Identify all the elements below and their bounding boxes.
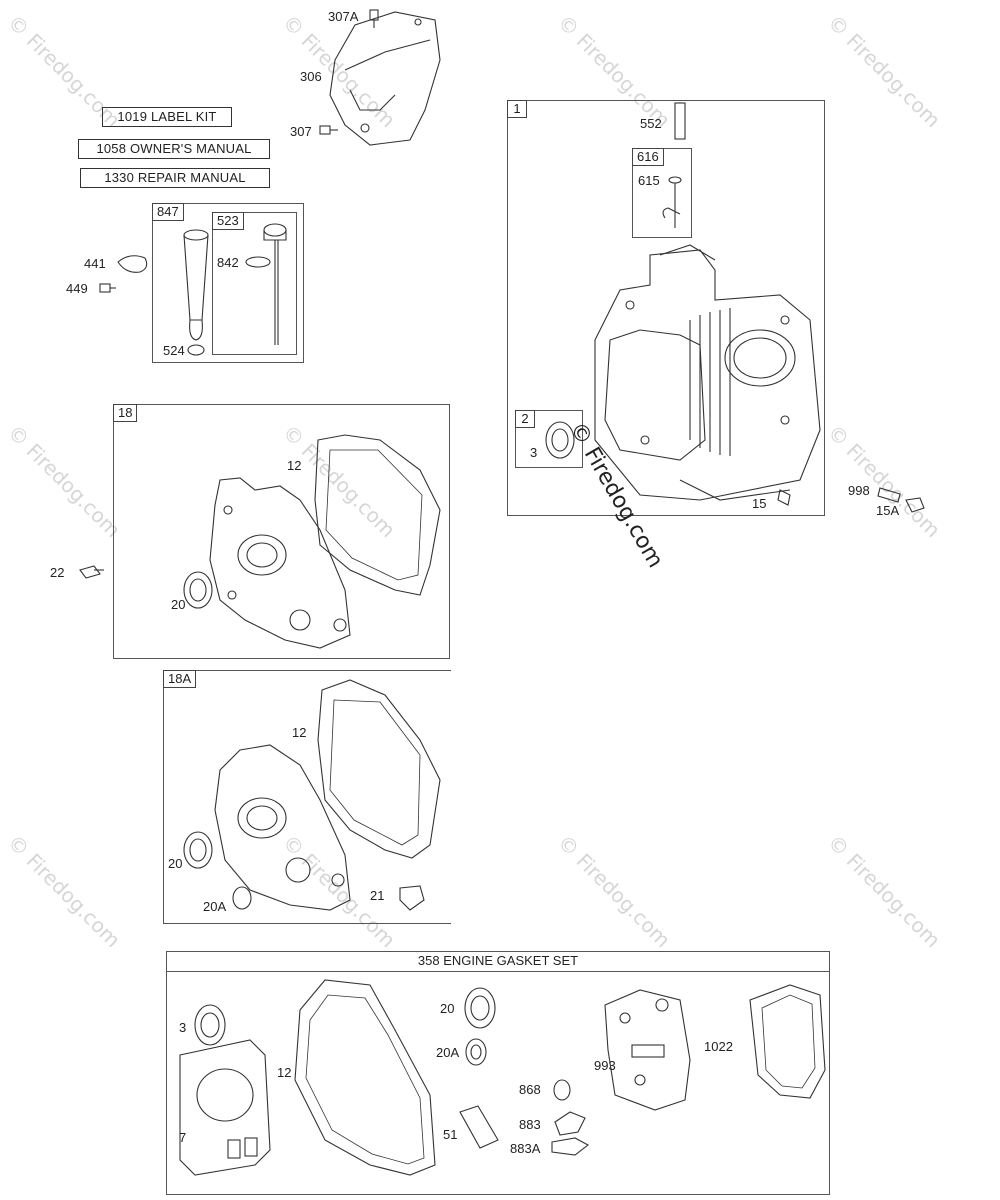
watermark: © Firedog.com xyxy=(823,10,946,133)
watermark: © Firedog.com xyxy=(3,420,126,543)
part-callout-1022: 1022 xyxy=(704,1039,733,1054)
group-tag-18: 18 xyxy=(113,404,138,422)
part-callout-524: 524 xyxy=(163,343,185,358)
group-tag-523: 523 xyxy=(212,212,244,230)
group-tag-18a: 18A xyxy=(163,670,197,688)
group-tag-616: 616 xyxy=(632,148,664,166)
part-callout-306: 306 xyxy=(300,69,322,84)
watermark: © Firedog.com xyxy=(553,830,676,953)
part-callout-21: 21 xyxy=(370,888,385,903)
part-callout-22: 22 xyxy=(50,565,65,580)
watermark: © Firedog.com xyxy=(278,10,401,133)
part-callout-842: 842 xyxy=(217,255,239,270)
part-callout-12: 12 xyxy=(292,725,307,740)
part-callout-552: 552 xyxy=(640,116,662,131)
group-18-box xyxy=(113,404,450,659)
part-callout-12: 12 xyxy=(287,458,302,473)
part-callout-868: 868 xyxy=(519,1082,541,1097)
part-callout-449: 449 xyxy=(66,281,88,296)
part-callout-7: 7 xyxy=(179,1130,187,1145)
gasket-set-box xyxy=(166,951,830,1195)
part-callout-20: 20 xyxy=(440,1001,455,1016)
part-callout-993: 993 xyxy=(594,1058,616,1073)
part-callout-3: 3 xyxy=(530,445,538,460)
part-callout-307a: 307A xyxy=(328,9,359,24)
part-callout-20: 20 xyxy=(171,597,186,612)
part-callout-615: 615 xyxy=(638,173,660,188)
watermark: © Firedog.com xyxy=(823,420,946,543)
group-1-box xyxy=(507,100,825,516)
part-callout-883a: 883A xyxy=(510,1141,541,1156)
owners-manual-label: 1058 OWNER'S MANUAL xyxy=(78,139,270,159)
part-callout-15a: 15A xyxy=(876,503,900,518)
part-callout-307: 307 xyxy=(290,124,312,139)
part-callout-51: 51 xyxy=(443,1127,458,1142)
group-tag-2: 2 xyxy=(515,410,535,428)
part-callout-998: 998 xyxy=(848,483,870,498)
group-tag-1: 1 xyxy=(507,100,527,118)
group-18a-box xyxy=(163,670,451,924)
part-callout-15: 15 xyxy=(752,496,767,511)
part-callout-12: 12 xyxy=(277,1065,292,1080)
group-2-box xyxy=(515,410,583,468)
part-callout-441: 441 xyxy=(84,256,106,271)
part-callout-883: 883 xyxy=(519,1117,541,1132)
label-kit-label: 1019 LABEL KIT xyxy=(102,107,232,127)
group-523-box xyxy=(212,212,297,355)
part-callout-20: 20 xyxy=(168,856,183,871)
part-callout-20a: 20A xyxy=(203,899,227,914)
watermark: © Firedog.com xyxy=(823,830,946,953)
watermark: © Firedog.com xyxy=(3,830,126,953)
part-callout-20a: 20A xyxy=(436,1045,460,1060)
group-tag-847: 847 xyxy=(152,203,184,221)
group-847-box xyxy=(152,203,304,363)
gasket-set-title: 358 ENGINE GASKET SET xyxy=(166,951,830,972)
part-callout-3: 3 xyxy=(179,1020,187,1035)
repair-manual-label: 1330 REPAIR MANUAL xyxy=(80,168,270,188)
